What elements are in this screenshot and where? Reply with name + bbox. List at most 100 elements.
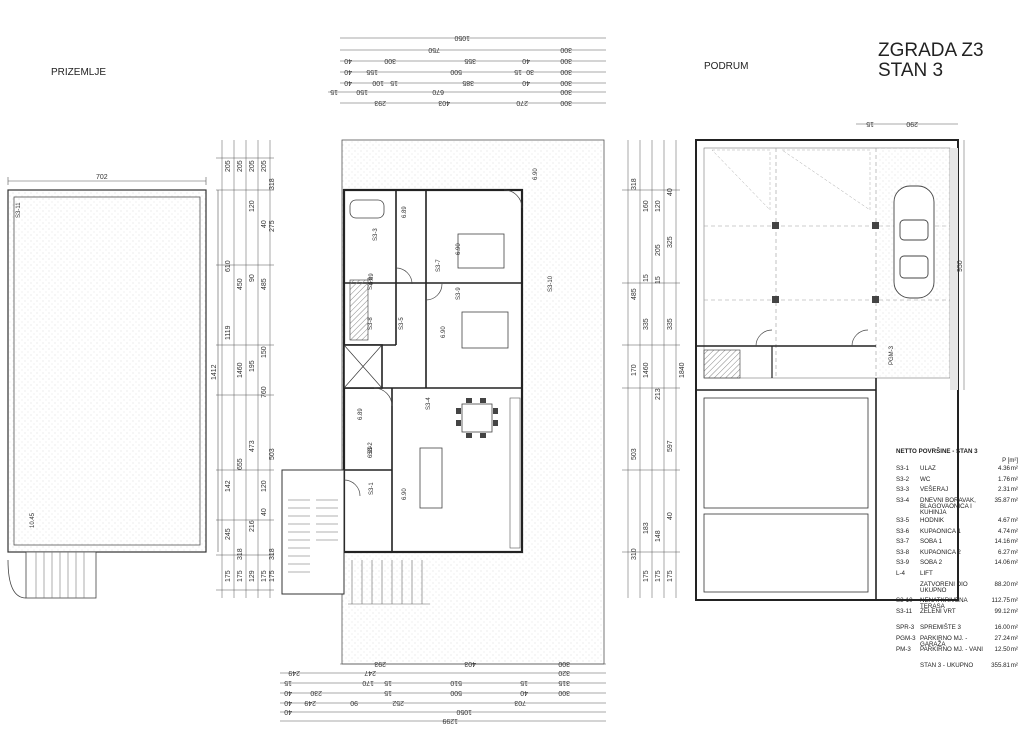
area-row-code: S3-6	[896, 527, 910, 535]
area-row-name: DNEVNI BORAVAK, BLAGOVAONICA I KUHINJA	[920, 496, 976, 517]
top-dim-r5-3: 385	[462, 79, 474, 86]
top-dim-r3-1: 300	[384, 57, 396, 64]
area-row-unit: m²	[1010, 538, 1018, 546]
bot-dim-r3-1: 170	[362, 679, 374, 686]
area-row-code: S3-5	[896, 516, 910, 524]
apartment-floor-plan: S3-1 S3-2 S3-3 S3-4 S3-5 S3-6 S3-7 S3-8 …	[281, 139, 605, 665]
left-dim-col1-0: 205	[225, 160, 232, 172]
right-dim-c4-3: 597	[667, 440, 674, 452]
right-dim-c1-2: 170	[631, 364, 638, 376]
right-dim-c5-0: 1840	[679, 362, 686, 378]
area-row-value: 27.24	[994, 634, 1010, 642]
left-dim-col1-2: 1119	[225, 325, 232, 340]
top-dim-r5-2: 15	[390, 79, 398, 86]
top-dim-r4-4: 30	[526, 68, 534, 75]
bot-dim-r4-1: 230	[310, 689, 322, 696]
right-dim-c2-4: 183	[643, 522, 650, 534]
left-dim-col1-1: 610	[225, 260, 232, 272]
room-code-s3-8: S3-8	[368, 317, 374, 330]
grand-total-value: 355.81	[991, 662, 1010, 670]
center-right-dimension-lines	[622, 140, 680, 598]
top-dim-r3-0: 40	[344, 57, 352, 64]
left-dim-col4-1: 40	[261, 220, 268, 228]
bot-dim-r1-1: 403	[464, 660, 476, 667]
plan-label-ground-floor: PRIZEMLJE	[51, 67, 107, 78]
elevation-bath2: 6.89	[369, 273, 375, 285]
area-row-code: PGM-3	[896, 634, 916, 642]
left-dim-col1-3: 142	[225, 480, 232, 492]
area-row-name: VEŠERAJ	[920, 486, 949, 494]
bot-dim-r3-5: 315	[558, 679, 570, 686]
garden-top-dimension: 702	[96, 174, 108, 181]
elevation-living: 6.90	[402, 488, 408, 500]
area-row-value: 4.74	[997, 527, 1010, 535]
top-dim-r4-1: 155	[366, 68, 378, 75]
drawing-title-building: ZGRADA Z3	[878, 40, 984, 61]
area-row-value: 6.27	[997, 548, 1010, 556]
bot-dim-r1-0: 293	[374, 660, 386, 667]
left-dim-col3-3: 195	[249, 360, 256, 372]
area-row-value: 35.87	[994, 496, 1010, 504]
top-dimension-lines	[328, 37, 606, 104]
bed-room-1	[457, 233, 505, 269]
area-row-unit: m²	[1010, 527, 1018, 535]
top-dim-r4-5: 300	[560, 68, 572, 75]
right-dim-c3-5: 175	[655, 570, 662, 582]
top-dim-r3-3: 40	[522, 57, 530, 64]
left-dim-col4-3: 150	[261, 346, 268, 358]
room-code-s3-5: S3-5	[399, 317, 405, 330]
area-row-code: S3-8	[896, 548, 910, 556]
top-dim-r6-1: 150	[356, 88, 368, 95]
area-row-name: ULAZ	[920, 465, 936, 473]
area-row-value: 99.12	[994, 607, 1010, 615]
top-dim-r5-4: 40	[522, 79, 530, 86]
bot-dim-r3-3: 510	[450, 679, 462, 686]
basement-right-dim: 950	[957, 260, 964, 272]
area-table-unit: P [m²]	[1002, 458, 1018, 465]
left-dim-col4-7: 175	[261, 570, 268, 582]
left-dim-col4-4: 760	[261, 386, 268, 398]
right-dim-c4-2: 335	[667, 318, 674, 330]
dining-table	[461, 403, 493, 433]
left-dim-col3-0: 205	[249, 160, 256, 172]
area-row-name: LIFT	[920, 569, 933, 577]
top-dim-r2-0: 750	[428, 46, 440, 53]
top-dim-r4-2: 500	[450, 68, 462, 75]
grand-total-label: STAN 3 - UKUPNO	[920, 662, 974, 670]
room-code-s3-1: S3-1	[369, 482, 375, 495]
bot-dim-r5-2: 90	[350, 699, 358, 706]
right-dim-c4-0: 40	[667, 188, 674, 196]
left-dim-col1-4: 245	[225, 528, 232, 540]
garden-side-dimension-1: 1412	[211, 364, 218, 380]
room-code-s3-2: S3-2	[368, 442, 374, 455]
right-dim-c4-5: 175	[667, 570, 674, 582]
room-code-s3-3: S3-3	[373, 228, 379, 241]
area-row-name: NENATKRIVENA TERASA	[920, 597, 968, 611]
top-dim-r5-0: 40	[344, 79, 352, 86]
room-code-s3-9: S3-9	[456, 287, 462, 300]
bot-dim-r2-0: 249	[288, 669, 300, 676]
bot-dim-r2-1: 247	[364, 669, 376, 676]
area-row-value: 16.00	[994, 624, 1010, 632]
area-row-unit: m²	[1010, 597, 1018, 605]
top-dim-r5-5: 300	[560, 79, 572, 86]
elevation-bath: 6.89	[402, 206, 408, 218]
bot-dim-r4-5: 300	[558, 689, 570, 696]
top-dim-r7-1: 403	[438, 99, 450, 106]
elevation-terrace: 6.90	[533, 168, 539, 180]
bot-dim-r5-3: 252	[392, 699, 404, 706]
left-dim-col5-2: 503	[269, 448, 276, 460]
area-row-unit: m²	[1010, 645, 1018, 653]
area-row-name: PARKIRNO MJ. - VANI	[920, 645, 984, 653]
right-dim-c3-2: 15	[655, 276, 662, 284]
left-dim-col4-6: 40	[261, 508, 268, 516]
